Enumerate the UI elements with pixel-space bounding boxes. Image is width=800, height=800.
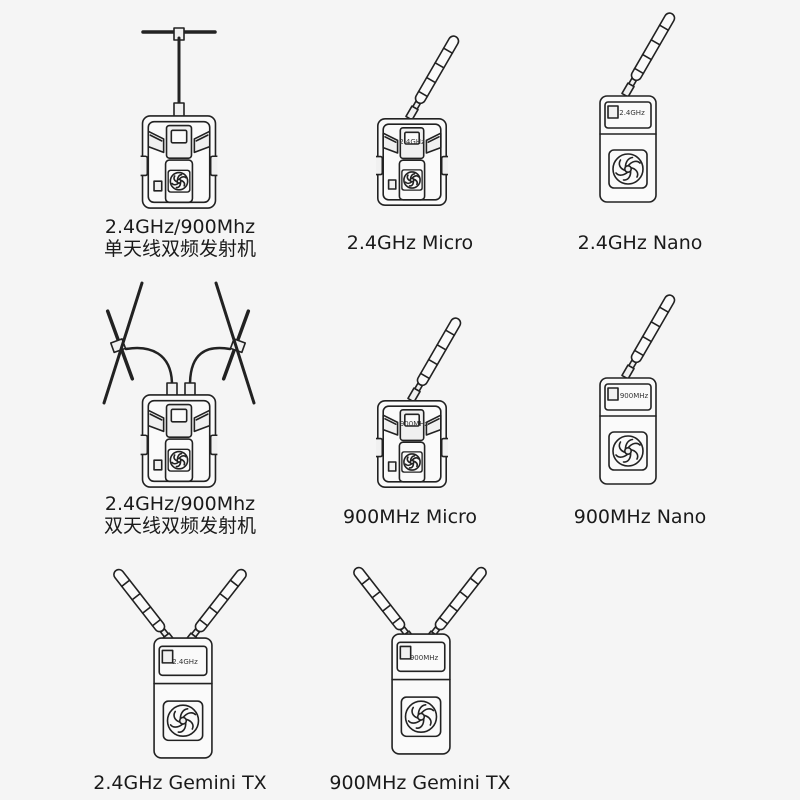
product-label-line: 双天线双频发射机 <box>103 515 256 537</box>
product-2-4ghz-micro: 2.4GHz 2.4GHz Micro <box>310 10 510 260</box>
product-label-line: 单天线双频发射机 <box>103 238 256 260</box>
frequency-badge: 2.4GHz <box>172 658 198 666</box>
product-dualband-single-antenna: 2.4GHz/900Mhz 单天线双频发射机 <box>80 10 280 260</box>
product-label-line: 2.4GHz Micro <box>346 232 474 254</box>
product-label-line: 2.4GHz Gemini TX <box>93 772 267 794</box>
product-2-4ghz-nano: 2.4GHz 2.4GHz Nano <box>540 10 740 260</box>
frequency-badge: 900MHz <box>400 420 429 428</box>
frequency-badge: 900MHz <box>620 392 649 400</box>
product-label-line: 900MHz Gemini TX <box>329 772 511 794</box>
gemini-900mhz-illustration: 900MHz <box>351 564 489 760</box>
frequency-badge: 900MHz <box>410 654 439 662</box>
product-900mhz-gemini-tx: 900MHz 900MHz Gemini TX <box>320 560 520 800</box>
product-label-line: 2.4GHz/900Mhz <box>104 216 256 238</box>
dualband-dual-antenna-illustration <box>98 275 258 490</box>
micro-900mhz-illustration: 900MHz <box>310 315 464 500</box>
nano-900mhz-illustration: 900MHz <box>540 292 678 490</box>
micro-2-4ghz-illustration: 2.4GHz <box>310 33 462 210</box>
product-2-4ghz-gemini-tx: 2.4GHz 2.4GHz Gemini TX <box>80 560 280 800</box>
product-900mhz-nano: 900MHz 900MHz Nano <box>540 290 740 540</box>
gemini-2-4ghz-illustration: 2.4GHz <box>111 566 249 760</box>
product-label-line: 2.4GHz/900Mhz <box>104 493 256 515</box>
dualband-transmitter-illustration <box>80 26 280 210</box>
product-label-line: 900MHz Micro <box>342 506 478 528</box>
nano-2-4ghz-illustration: 2.4GHz <box>540 10 678 210</box>
frequency-badge: 2.4GHz <box>619 109 645 117</box>
product-dualband-dual-antenna: 2.4GHz/900Mhz 双天线双频发射机 <box>80 275 280 540</box>
product-label-line: 2.4GHz Nano <box>577 232 703 254</box>
frequency-badge: 2.4GHz <box>399 138 425 146</box>
product-label-line: 900MHz Nano <box>573 506 707 528</box>
product-900mhz-micro: 900MHz 900MHz Micro <box>310 300 510 540</box>
